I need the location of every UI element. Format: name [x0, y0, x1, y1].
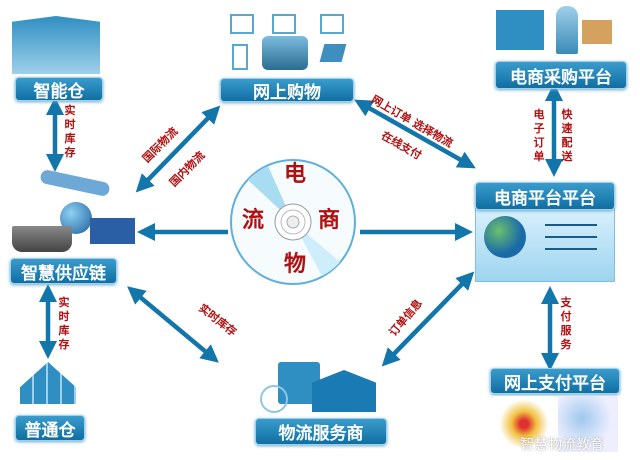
center-char-4: 流 [242, 208, 265, 233]
node-ordinary-warehouse: 普通仓 [15, 415, 85, 441]
person-icon [556, 6, 578, 54]
label-fast-delivery: 快速配送 [561, 108, 573, 163]
spreadsheet-icon [272, 14, 296, 34]
node-ecommerce-platform: 电商平台平台 [475, 182, 615, 210]
chart-dashboard-icon [496, 10, 544, 50]
disc-graphic [230, 159, 356, 285]
node-procurement-platform: 电商采购平台 [495, 61, 627, 89]
node-supply-chain: 智慧供应链 [10, 258, 117, 284]
phone-icon [232, 44, 248, 70]
node-smart-warehouse: 智能仓 [15, 77, 103, 102]
network-devices-icon [558, 396, 618, 452]
text-line-icon [545, 224, 597, 226]
globe-grid-icon [260, 385, 288, 413]
payment-currency-icon [494, 396, 554, 452]
cargo-ship-icon [12, 226, 72, 252]
laptop-icon [230, 14, 254, 34]
user-at-computer-icon [262, 36, 308, 70]
label-realtime-inventory-bottom: 实时库存 [58, 296, 70, 351]
label-payment-service: 支付服务 [560, 296, 572, 351]
center-char-3: 物 [284, 252, 307, 277]
truck-icon [90, 218, 135, 244]
center-char-1: 电 [284, 162, 307, 187]
window-icon [320, 14, 344, 34]
text-line-icon [545, 236, 597, 238]
node-online-shopping: 网上购物 [220, 78, 354, 103]
node-logistics-provider: 物流服务商 [255, 418, 387, 445]
warehouse-forklift-icon [12, 16, 100, 74]
globe-icon [484, 216, 526, 258]
text-line-icon [545, 248, 597, 250]
boxes-icon [582, 20, 612, 44]
center-char-2: 商 [318, 208, 341, 233]
watermark: 智慧物流教育 [520, 437, 604, 453]
label-realtime-inventory-top: 实时库存 [64, 104, 76, 159]
node-payment-platform: 网上支付平台 [490, 368, 620, 394]
label-electronic-order: 电子订单 [533, 108, 545, 163]
